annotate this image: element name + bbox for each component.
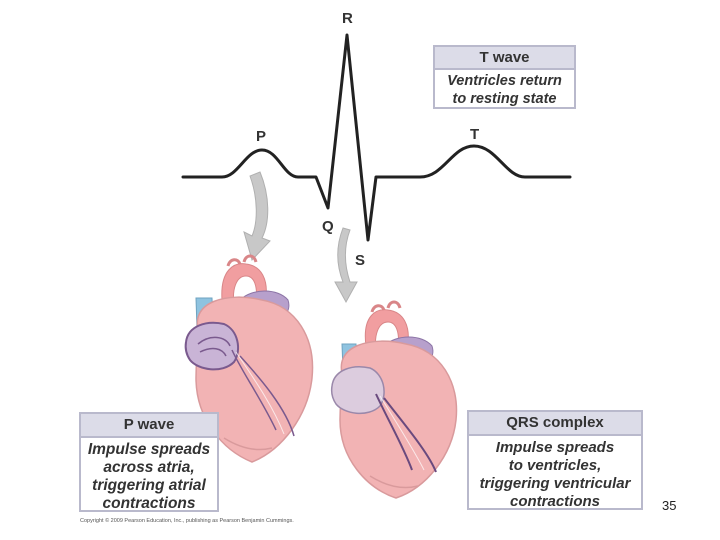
p-wave-line: across atria, (103, 459, 195, 476)
qrs-line: triggering ventricular (479, 475, 631, 492)
copyright-notice: Copyright © 2009 Pearson Education, Inc.… (80, 518, 294, 524)
ecg-label-q: Q (322, 218, 334, 235)
p-wave-line: Impulse spreads (87, 441, 211, 458)
p-wave-box: P wave Impulse spreads across atria, tri… (79, 412, 219, 512)
t-wave-box: T wave Ventricles return to resting stat… (433, 45, 576, 109)
ecg-label-r: R (342, 10, 353, 27)
slide-number: 35 (662, 498, 677, 513)
p-wave-arrow (243, 171, 271, 261)
p-wave-box-description: Impulse spreads across atria, triggering… (81, 438, 217, 513)
ecg-label-t: T (470, 126, 480, 143)
qrs-complex-box-title: QRS complex (469, 412, 641, 436)
heart-atrial-phase (184, 254, 314, 463)
qrs-arrow (334, 227, 358, 304)
qrs-line: to ventricles, (508, 457, 602, 474)
ecg-label-p: P (256, 128, 267, 145)
qrs-line: contractions (509, 493, 600, 510)
t-wave-line: to resting state (452, 91, 557, 107)
ecg-label-s: S (355, 252, 366, 269)
p-wave-line: contractions (102, 495, 196, 512)
t-wave-line: Ventricles return (447, 73, 562, 89)
t-wave-box-title: T wave (435, 47, 574, 70)
p-wave-line: triggering atrial (92, 477, 206, 494)
ecg-trace (181, 33, 572, 242)
qrs-line: Impulse spreads (495, 439, 615, 456)
p-wave-box-title: P wave (81, 414, 217, 438)
qrs-complex-box-description: Impulse spreads to ventricles, triggerin… (469, 436, 641, 511)
heart-ventricular-phase (330, 300, 458, 499)
t-wave-box-description: Ventricles return to resting state (435, 70, 574, 108)
qrs-complex-box: QRS complex Impulse spreads to ventricle… (467, 410, 643, 510)
